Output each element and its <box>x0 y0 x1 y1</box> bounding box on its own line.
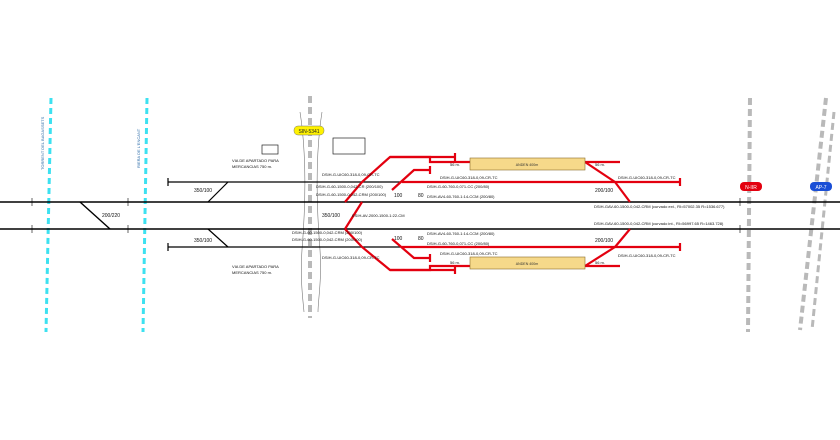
station-tag-label: SIN-5341 <box>298 129 319 135</box>
road-edge-left <box>299 111 306 313</box>
siding-top-title-1: VIA DE APARTADO PARA <box>232 158 279 163</box>
ratio-100-bottom: 100 <box>394 236 403 242</box>
ratio-80-bottom: 80 <box>418 236 424 242</box>
ratio-200-top: 200/100 <box>595 188 613 194</box>
road-edge-right <box>316 111 323 313</box>
siding-top-title-2: MERCANCIAS 750 m. <box>232 164 272 169</box>
switch-uic-top-mid: DSIH-G-UIC60-318-0,09-CR-TC <box>440 175 498 180</box>
switch-60-bottom-1: DSIH-G-60-1500-0,042-CRM (200/100) <box>292 230 363 235</box>
switch-60-760-top: DSIH-G-60-760-0,071-CC (200/80) <box>427 184 490 189</box>
ratio-350-mid: 350/100 <box>322 213 340 219</box>
marker-ap-label: AP-7 <box>815 185 826 191</box>
platform-bottom <box>469 256 586 270</box>
switch-av4-top: DSIH-AV4-60-760-1:14-CCM (200/80) <box>427 194 495 199</box>
siding-bottom-turnout <box>207 228 229 248</box>
siding-titles: VIA DE APARTADO PARA MERCANCIAS 750 m. V… <box>232 158 279 275</box>
switch-labels: DSIH-G-UIC60-318-0,09-CR-TC DSIH-G-UIC60… <box>292 172 725 260</box>
platforms: ANDEN 400m ANDEN 400m <box>469 157 586 270</box>
switch-uic-bottom-right: DSIH-G-UIC60-318-0,09-CR-TC <box>618 253 676 258</box>
switch-uic-bottom-mid: DSIH-G-UIC60-318-0,09-CR-TC <box>440 251 498 256</box>
marker-ap: AP-7 <box>810 182 832 191</box>
dim-56-4: 56 m. <box>595 260 605 265</box>
siding-bottom-title-1: VIA DE APARTADO PARA <box>232 264 279 269</box>
switch-esih: ESIH-AV-2000-1500-1:22-CM <box>352 213 405 218</box>
dimension-labels: 56 m. 56 m. 56 m. 56 m. <box>450 162 605 265</box>
switch-uic-top-left: DSIH-G-UIC60-318-0,09-CR-TC <box>322 172 380 177</box>
switch-60-2: DSIH-G-60-1500-0,042-CRM (200/100) <box>316 192 387 197</box>
ratio-labels: 350/100 350/100 350/100 200/100 200/100 … <box>102 188 613 244</box>
building-large <box>332 137 366 155</box>
red-crossover-mid <box>344 201 363 230</box>
ratio-80-top: 80 <box>418 193 424 199</box>
switch-60-1: DSIH-G-60-1500-0,042-CR (200/100) <box>316 184 383 189</box>
ratio-200-bottom: 200/100 <box>595 238 613 244</box>
marker-nr: N-IIR <box>740 182 762 191</box>
siding-top-turnout <box>207 181 229 203</box>
watercourse-left-2 <box>141 97 149 333</box>
dim-56-3: 56 m. <box>450 260 460 265</box>
red-curve-bottom <box>391 238 430 260</box>
siding-bottom-title-2: MERCANCIAS 750 m. <box>232 270 272 275</box>
ratio-350-top: 350/100 <box>194 188 212 194</box>
watercourse-label-1: TORRENT DEL BAGASSETS <box>40 116 45 170</box>
ratio-200-left: 200/220 <box>102 213 120 219</box>
ratio-100-top: 100 <box>394 193 403 199</box>
switch-60-bottom-2: DSIH-G-60-1500-0,042-CRM (200/100) <box>292 237 363 242</box>
switch-uic-top-right: DSIH-G-UIC60-318-0,09-CR-TC <box>618 175 676 180</box>
platform-top-label: ANDEN 400m <box>516 163 539 167</box>
road-crossing-right-1 <box>746 97 752 333</box>
new-tracks-top <box>344 153 682 203</box>
watercourses: TORRENT DEL BAGASSETS RIERA DE L'ENCANT <box>40 97 149 333</box>
watercourse-left-1 <box>44 97 53 333</box>
switch-main-int: DSIH-GAV-60-1500-0,042-CRM (curvado int.… <box>594 221 724 226</box>
switch-av4-bottom: DSIH-AV4-60-760-1:14-CCM (200/80) <box>427 231 495 236</box>
red-connector-bottom <box>614 228 631 248</box>
switch-60-760-bottom: DSIH-G-60-760-0,071-CC (200/80) <box>427 241 490 246</box>
switch-uic-bottom-left: DSIH-G-UIC60-318-0,09-CR-TC <box>322 255 380 260</box>
station-tag: SIN-5341 <box>293 125 325 136</box>
watercourse-label-2: RIERA DE L'ENCANT <box>136 128 141 168</box>
red-connector-top <box>614 181 631 203</box>
road-crossing-right-3 <box>810 111 836 331</box>
ratio-350-bottom: 350/100 <box>194 238 212 244</box>
red-platform-end-top <box>584 161 616 183</box>
platform-bottom-label: ANDEN 400m <box>516 262 539 266</box>
red-curve-top <box>391 168 430 191</box>
dim-56-2: 56 m. <box>595 162 605 167</box>
switch-main-ext: DSIH-GAV-60-1500-0,042-CRM (curvado ext.… <box>594 204 725 209</box>
platform-top <box>469 157 586 171</box>
building-small <box>261 144 279 155</box>
dim-56-1: 56 m. <box>450 162 460 167</box>
road-crossing-right-2 <box>798 97 828 331</box>
new-tracks-bottom <box>344 201 682 274</box>
crossover-left <box>79 201 111 230</box>
marker-nr-label: N-IIR <box>745 185 757 191</box>
red-platform-end-bottom <box>584 246 616 267</box>
